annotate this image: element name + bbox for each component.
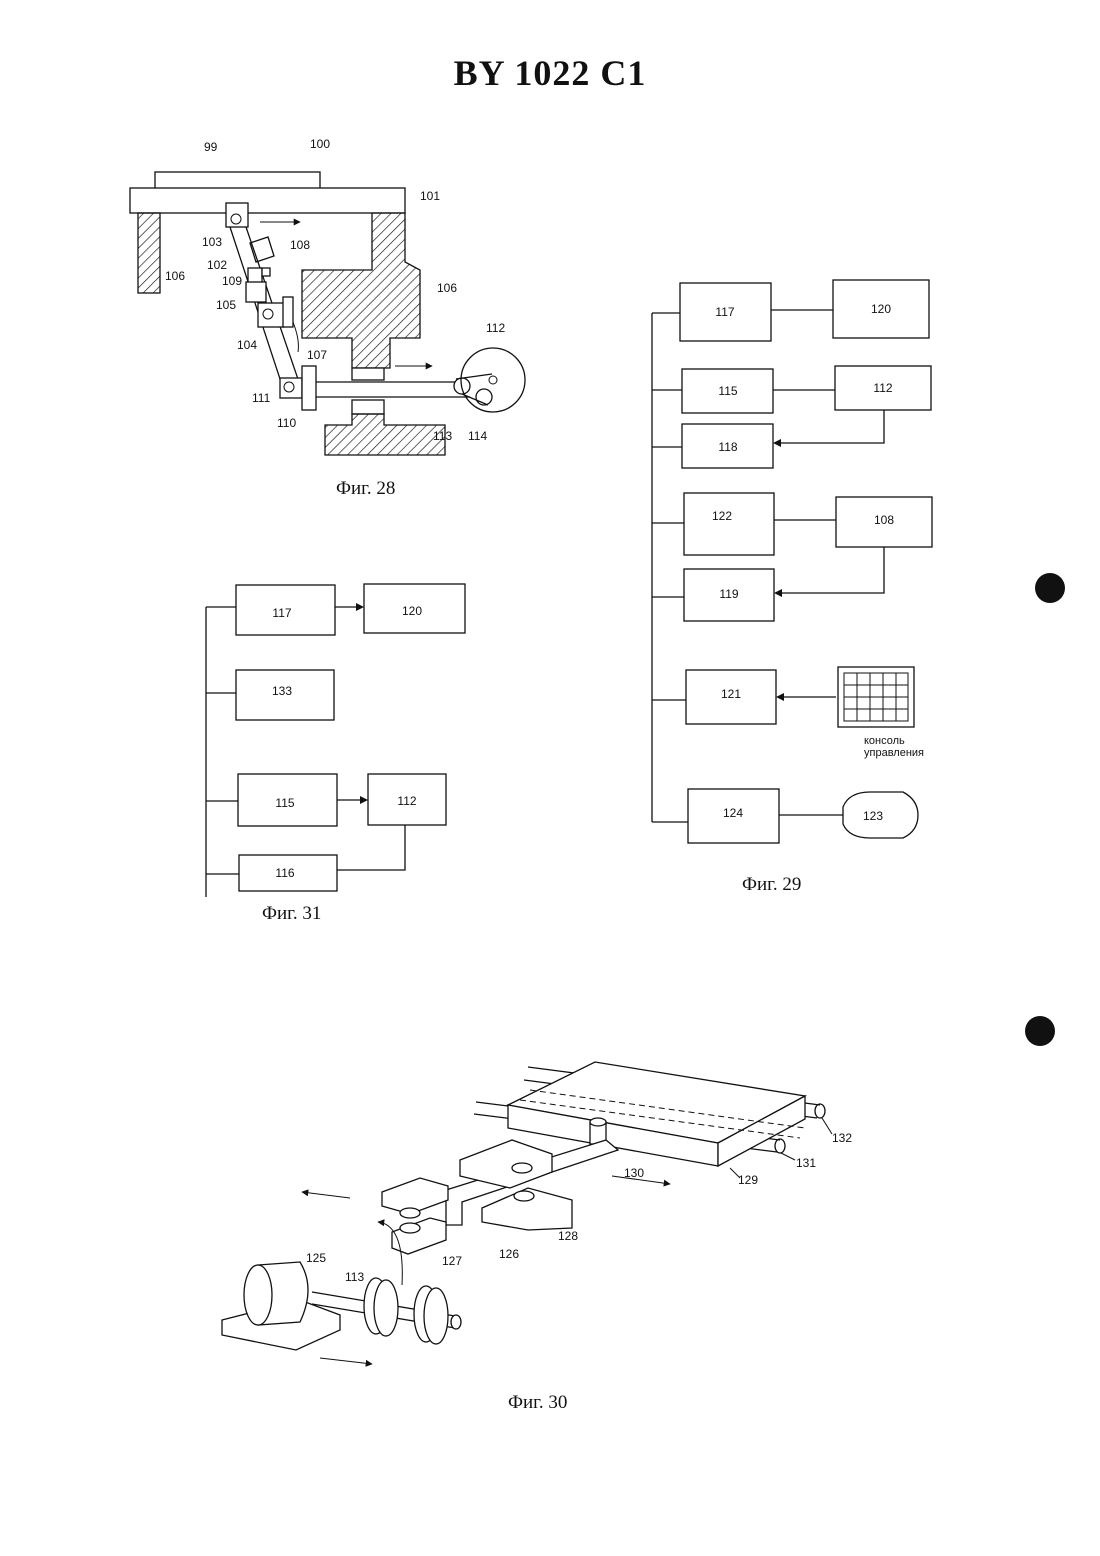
fig30-label: 129 — [738, 1173, 758, 1187]
fig31-block-label: 112 — [397, 794, 416, 808]
frame-101 — [130, 188, 405, 213]
fig31-block-label: 117 — [272, 606, 291, 620]
fig30-label: 130 — [624, 1166, 644, 1180]
figure-28: 99 100 101 103 108 102 106 106 109 105 1… — [130, 137, 525, 455]
block-122 — [684, 493, 774, 555]
fig29-block-label: 118 — [718, 440, 737, 454]
leg-106-left — [138, 213, 160, 293]
fig29-block-label: 123 — [863, 809, 883, 823]
fig30-label: 127 — [442, 1254, 462, 1268]
fig28-label: 107 — [307, 348, 327, 362]
fig28-label: 104 — [237, 338, 257, 352]
fig28-label: 102 — [207, 258, 227, 272]
fig28-label: 110 — [277, 416, 296, 430]
console-label: консоль — [864, 735, 905, 747]
punch-hole — [1025, 1016, 1055, 1046]
body-106-right — [302, 213, 420, 368]
fig28-label: 103 — [202, 235, 222, 249]
fig28-label: 108 — [290, 238, 310, 252]
fig31-block-label: 115 — [275, 796, 294, 810]
fig29-block-label: 120 — [871, 302, 891, 316]
fig28-label: 111 — [252, 391, 271, 405]
caption-fig31: Фиг. 31 — [262, 903, 321, 925]
console-label: управления — [864, 747, 924, 759]
fig29-block-label: 121 — [721, 687, 741, 701]
fig31-block-label: 120 — [402, 604, 422, 618]
fig29-block-label: 117 — [715, 305, 734, 319]
fig28-label: 100 — [310, 137, 330, 151]
punch-hole — [1035, 573, 1065, 603]
fig29-block-label: 122 — [712, 509, 732, 523]
fig29-block-label: 115 — [718, 384, 737, 398]
fig29-block-label: 112 — [873, 381, 892, 395]
fig28-label: 101 — [420, 189, 440, 203]
figure-29: 117 120 115 112 118 122 108 119 121 124 … — [652, 280, 932, 843]
control-console-grid-icon — [838, 667, 914, 727]
fig31-block-label: 116 — [275, 866, 294, 880]
fig29-block-label: 124 — [723, 806, 743, 820]
fig30-label: 125 — [306, 1251, 326, 1265]
caption-fig28: Фиг. 28 — [336, 478, 395, 500]
fig30-label: 126 — [499, 1247, 519, 1261]
fig30-label: 113 — [345, 1270, 364, 1284]
fig30-label: 131 — [796, 1156, 816, 1170]
fig28-label: 106 — [165, 269, 185, 283]
figure-30: 132 131 129 130 128 127 126 125 113 — [222, 1062, 852, 1364]
fig30-label: 128 — [558, 1229, 578, 1243]
fig30-label: 132 — [832, 1131, 852, 1145]
fig31-block-label: 133 — [272, 684, 292, 698]
fig28-label: 105 — [216, 298, 236, 312]
fig29-block-label: 108 — [874, 513, 894, 527]
fig28-label: 99 — [204, 140, 218, 154]
fig28-label: 114 — [468, 429, 487, 443]
fig29-block-label: 119 — [719, 587, 738, 601]
caption-fig30: Фиг. 30 — [508, 1392, 567, 1414]
caption-fig29: Фиг. 29 — [742, 874, 801, 896]
fig28-label: 109 — [222, 274, 242, 288]
fig28-label: 106 — [437, 281, 457, 295]
fig28-label: 112 — [486, 321, 505, 335]
fig28-label: 113 — [433, 429, 452, 443]
figure-31: 117 120 133 115 112 116 — [206, 584, 465, 897]
